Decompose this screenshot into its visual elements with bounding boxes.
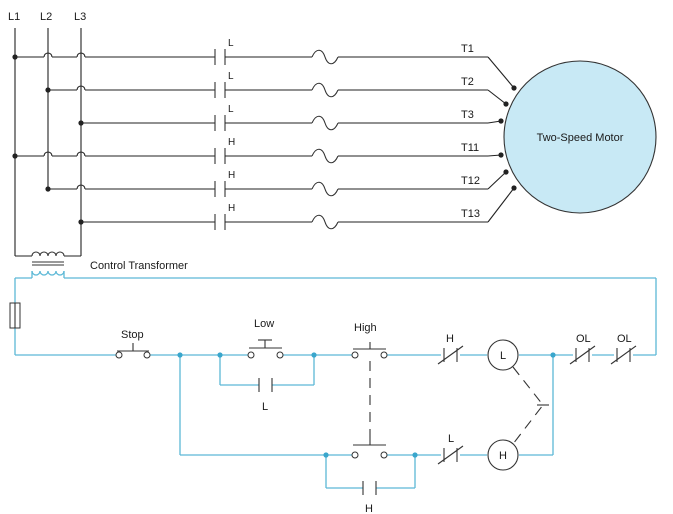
transformer-secondary-coil [31, 270, 65, 276]
line-label-l2: L2 [40, 11, 52, 23]
coil-low: L [487, 339, 519, 371]
motor-terminal [498, 118, 504, 124]
high-label: High [354, 322, 377, 334]
interlock-bottom-label: L [448, 433, 454, 445]
overload-2: OL [610, 333, 637, 365]
power-row: L T3 [78, 104, 504, 131]
overload-heater [311, 82, 339, 98]
motor-terminal [498, 152, 504, 158]
interlock-top-label: H [446, 333, 454, 345]
contactor-label: H [228, 203, 235, 214]
overload-heater [311, 181, 339, 197]
overload-heater [311, 214, 339, 230]
high-button: High [351, 322, 388, 459]
interlock-h-contact: H [437, 333, 464, 365]
interlock-l-contact: L [437, 433, 464, 465]
power-bus [14, 28, 82, 257]
coil-high: H [487, 439, 519, 471]
overload-heater [311, 148, 339, 164]
terminal-label: T13 [461, 208, 480, 220]
line-label-l3: L3 [74, 11, 86, 23]
low-button: Low [247, 318, 284, 359]
motor-terminal [511, 185, 517, 191]
contactor-label: H [228, 170, 235, 181]
contactor-label: L [228, 104, 234, 115]
overload-label-2: OL [617, 333, 632, 345]
stop-label: Stop [121, 329, 144, 341]
motor-terminal [503, 101, 509, 107]
overload-heater [311, 49, 339, 65]
stop-button: Stop [115, 329, 151, 359]
power-row: H T12 [45, 169, 509, 197]
high-holding-label: H [365, 503, 373, 514]
motor: Two-Speed Motor [503, 60, 657, 214]
power-row: H T13 [78, 185, 517, 230]
control-junctions [177, 352, 556, 458]
control-transformer: Control Transformer [31, 251, 188, 276]
contactor-label: H [228, 137, 235, 148]
transformer-label: Control Transformer [90, 260, 188, 272]
motor-label: Two-Speed Motor [537, 132, 624, 144]
power-row: L T1 [12, 38, 517, 91]
motor-circle [503, 60, 657, 214]
terminal-label: T11 [461, 142, 479, 154]
motor-terminal [511, 85, 517, 91]
terminal-label: T1 [461, 43, 474, 55]
overload-1: OL [569, 333, 596, 365]
high-holding-contact: H [362, 481, 377, 514]
power-row: L T2 [45, 71, 509, 107]
contactor-label: L [228, 71, 234, 82]
line-label-l1: L1 [8, 11, 20, 23]
coil-low-label: L [500, 350, 506, 362]
coil-high-label: H [499, 450, 507, 462]
low-holding-contact: L [258, 378, 273, 413]
control-wiring [14, 271, 657, 489]
terminal-label: T3 [461, 109, 474, 121]
power-row: H T11 [12, 137, 504, 164]
contactor-label: L [228, 38, 234, 49]
low-holding-label: L [262, 401, 268, 413]
motor-terminal [503, 169, 509, 175]
transformer-primary-coil [31, 251, 65, 257]
overload-label-1: OL [576, 333, 591, 345]
overload-heater [311, 115, 339, 131]
low-label: Low [254, 318, 274, 330]
terminal-label: T12 [461, 175, 480, 187]
terminal-label: T2 [461, 76, 474, 88]
